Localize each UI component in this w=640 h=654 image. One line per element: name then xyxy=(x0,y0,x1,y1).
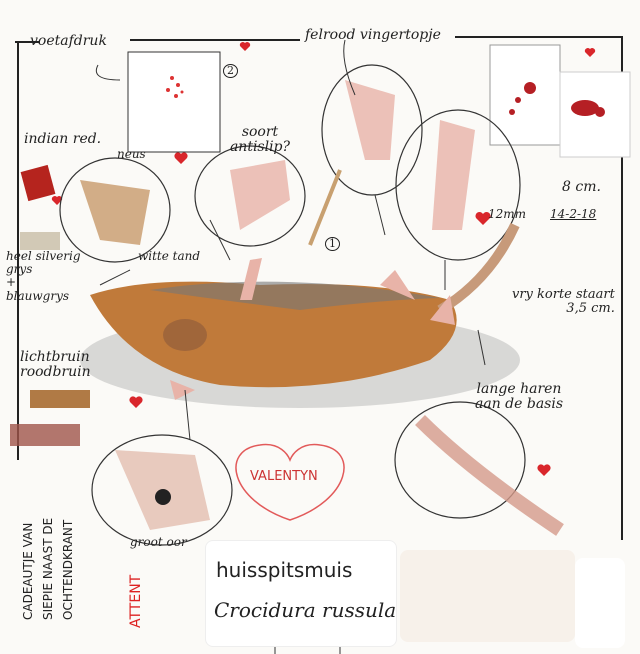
label-length: 8 cm. xyxy=(562,179,601,195)
paw-detail-3 xyxy=(230,160,290,230)
shrew-ear xyxy=(163,319,207,351)
footprint-blots xyxy=(509,82,605,117)
label-gift: CADEAUTJE VAN SIEPIE NAAST DE OCHTENDKRA… xyxy=(18,518,78,620)
grey-swatch xyxy=(20,232,60,250)
gift-line-1: CADEAUTJE VAN xyxy=(21,522,35,620)
faded-card xyxy=(400,550,575,642)
footprint-dots xyxy=(166,76,184,98)
hearts xyxy=(51,42,596,476)
nose-detail xyxy=(80,180,150,245)
gift-line-3: OCHTENDKRANT xyxy=(61,519,75,620)
grey-line-1: heel silverig xyxy=(6,249,81,263)
label-tail: vry korte staart 3,5 cm. xyxy=(512,287,615,317)
grey-line-3: + xyxy=(6,275,17,290)
grey-line-4: blauwgrys xyxy=(6,288,70,303)
tail-detail xyxy=(415,415,564,536)
label-valentine: VALENTYN xyxy=(250,469,318,484)
paw-detail-2 xyxy=(432,120,475,230)
pencil xyxy=(308,169,342,246)
footprint-paper-3 xyxy=(559,71,631,158)
hair-line-1: lange haren xyxy=(476,381,562,397)
paw-detail-1 xyxy=(345,80,395,160)
label-antislip: soort antislip? xyxy=(229,124,291,156)
label-grey: heel silverig grys + blauwgrys xyxy=(6,249,81,303)
label-12mm: 12mm xyxy=(488,207,527,221)
red-brown-swatch xyxy=(10,424,80,446)
latin-name: Crocidura russula xyxy=(214,598,397,622)
blank-card xyxy=(575,558,625,648)
label-attentive: ATTENT xyxy=(128,574,144,628)
label-brown: lichtbruin roodbruin xyxy=(20,349,91,381)
hair-line-2: aan de basis xyxy=(475,396,564,413)
ear-hole xyxy=(155,489,171,505)
label-indian-red: indian red. xyxy=(24,131,102,147)
valentine-heart xyxy=(235,443,345,521)
label-white-tooth: witte tand xyxy=(138,249,201,263)
name-card: huisspitsmuis Crocidura russula xyxy=(205,540,397,647)
label-hair: lange haren aan de basis xyxy=(475,381,564,413)
common-name: huisspitsmuis xyxy=(216,558,353,582)
brown-line-1: lichtbruin xyxy=(20,349,90,365)
page-frame xyxy=(15,36,623,540)
label-nose: neus xyxy=(117,147,146,161)
shrew-body xyxy=(90,281,457,388)
gift-line-2: SIEPIE NAAST DE xyxy=(41,517,55,620)
label-big-ear: groot oor xyxy=(130,535,187,549)
label-footprint: voetafdruk xyxy=(30,33,107,49)
footprint-paper-1 xyxy=(127,51,221,153)
tail-line-2: 3,5 cm. xyxy=(566,301,615,317)
light-brown-swatch xyxy=(30,390,90,408)
marker-1: 1 xyxy=(325,237,340,252)
pointer-arrows xyxy=(95,39,486,441)
brown-line-2: roodbruin xyxy=(20,364,91,381)
detail-circles xyxy=(59,64,526,546)
indian-red-swatch xyxy=(20,164,56,202)
shrew-grey-back xyxy=(150,281,440,310)
label-red-fingertip: felrood vingertopje xyxy=(305,27,441,43)
marker-2: 2 xyxy=(223,64,238,79)
grey-line-2: grys xyxy=(6,262,33,277)
label-date: 14-2-18 xyxy=(550,207,597,221)
tail-line-1: vry korte staart xyxy=(512,287,615,302)
shrew-tail xyxy=(437,222,520,315)
